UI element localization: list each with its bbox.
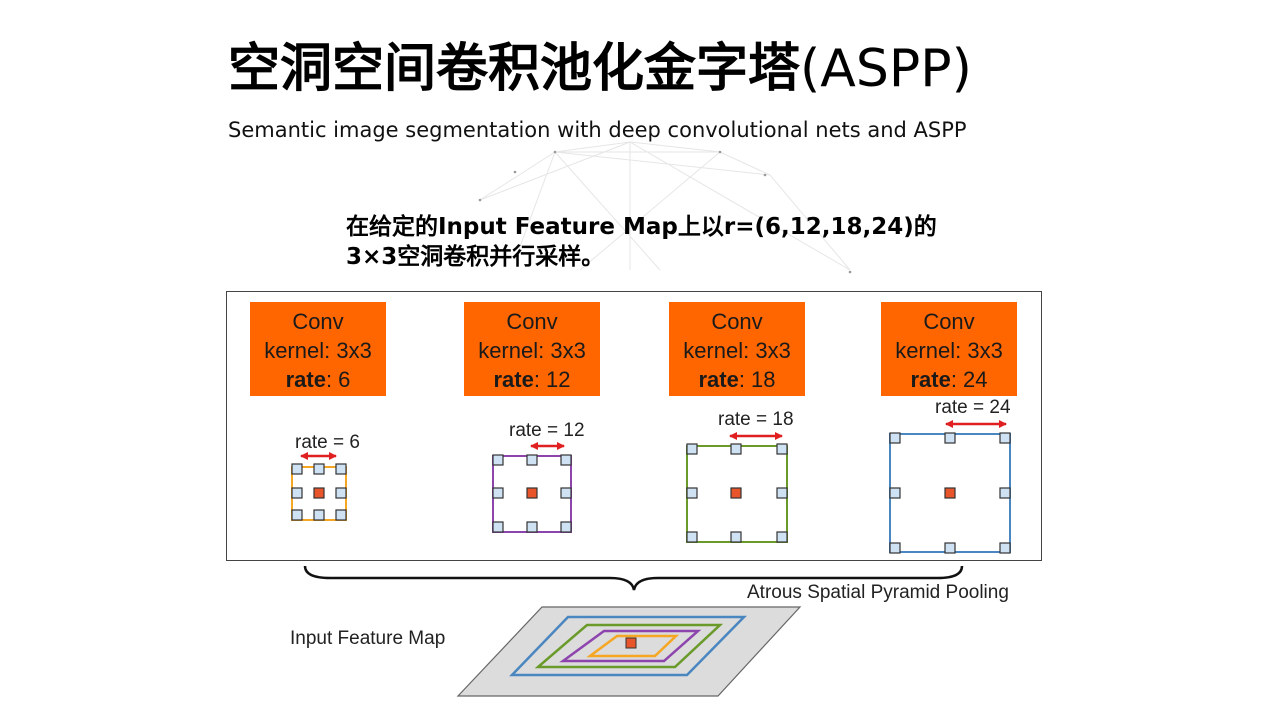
slide-title: 空洞空间卷积池化金字塔(ASPP) [228, 34, 972, 104]
description-line-2: 3×3空洞卷积并行采样。 [346, 244, 605, 270]
kernel-rate-12 [492, 442, 572, 533]
description: 在给定的Input Feature Map上以r=(6,12,18,24)的 3… [346, 212, 937, 272]
rate-caption-18: rate = 18 [718, 409, 794, 430]
description-line-1: 在给定的Input Feature Map上以r=(6,12,18,24)的 [346, 214, 937, 240]
conv-block-rate-12: Conv kernel: 3x3 rate: 12 [464, 302, 600, 396]
rate-caption-6: rate = 6 [295, 432, 360, 453]
aspp-label: Atrous Spatial Pyramid Pooling [747, 582, 1009, 603]
curly-brace [303, 565, 964, 591]
conv-rate: rate: 6 [285, 367, 351, 392]
conv-title: Conv [292, 309, 344, 334]
kernel-rate-18 [686, 432, 788, 543]
conv-rate: rate: 12 [493, 367, 571, 392]
conv-rate: rate: 18 [698, 367, 776, 392]
title-acronym: (ASPP) [800, 39, 972, 99]
conv-kernel: kernel: 3x3 [478, 338, 586, 363]
aspp-frame [226, 291, 1042, 561]
input-feature-map-plane [456, 606, 802, 697]
kernel-rate-24 [889, 420, 1011, 554]
rate-caption-12: rate = 12 [509, 420, 585, 441]
conv-block-rate-24: Conv kernel: 3x3 rate: 24 [881, 302, 1017, 396]
conv-kernel: kernel: 3x3 [264, 338, 372, 363]
conv-rate: rate: 24 [910, 367, 988, 392]
conv-title: Conv [711, 309, 763, 334]
conv-block-rate-6: Conv kernel: 3x3 rate: 6 [250, 302, 386, 396]
conv-kernel: kernel: 3x3 [683, 338, 791, 363]
conv-title: Conv [506, 309, 558, 334]
title-chinese: 空洞空间卷积池化金字塔 [228, 39, 801, 99]
slide-subtitle: Semantic image segmentation with deep co… [228, 118, 967, 142]
conv-title: Conv [923, 309, 975, 334]
conv-block-rate-18: Conv kernel: 3x3 rate: 18 [669, 302, 805, 396]
conv-kernel: kernel: 3x3 [895, 338, 1003, 363]
rate-caption-24: rate = 24 [935, 397, 1011, 418]
kernel-rate-6 [291, 452, 347, 521]
background-decoration [478, 141, 852, 274]
input-feature-map-label: Input Feature Map [290, 628, 446, 649]
